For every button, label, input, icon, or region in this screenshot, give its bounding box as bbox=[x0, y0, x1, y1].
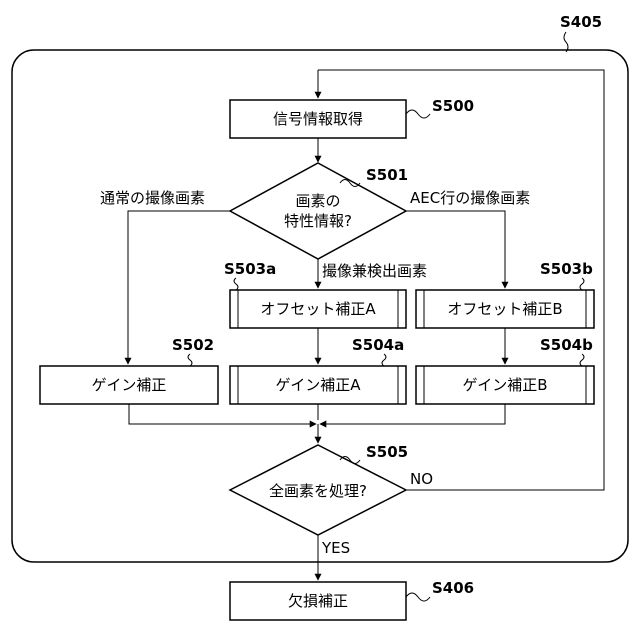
step-label-s505: S505 bbox=[366, 443, 408, 461]
branch-label-yes: YES bbox=[321, 539, 350, 557]
leader-s503a bbox=[234, 278, 238, 290]
step-label-s504a: S504a bbox=[352, 336, 404, 354]
node-s504b-text: ゲイン補正B bbox=[463, 376, 548, 394]
container-leader bbox=[564, 32, 568, 52]
leader-s504a bbox=[382, 354, 386, 366]
node-s501-text-line2: 特性情報? bbox=[284, 212, 352, 230]
leader-s406 bbox=[406, 593, 430, 601]
merge-right bbox=[320, 404, 505, 424]
step-label-s406: S406 bbox=[432, 579, 474, 597]
node-s504a-text: ゲイン補正A bbox=[276, 376, 362, 394]
step-label-s501: S501 bbox=[366, 166, 408, 184]
leader-s504b bbox=[580, 354, 584, 366]
node-s503a-text: オフセット補正A bbox=[260, 300, 376, 318]
node-s505-text: 全画素を処理? bbox=[269, 482, 367, 500]
node-s406-text: 欠損補正 bbox=[288, 592, 348, 610]
branch-label-left: 通常の撮像画素 bbox=[100, 189, 205, 207]
branch-label-middle: 撮像兼検出画素 bbox=[322, 262, 427, 280]
step-label-s503a: S503a bbox=[224, 260, 276, 278]
merge-left bbox=[129, 404, 316, 424]
step-label-s504b: S504b bbox=[540, 336, 593, 354]
step-label-s502: S502 bbox=[172, 336, 214, 354]
step-label-s503b: S503b bbox=[540, 260, 593, 278]
branch-label-right: AEC行の撮像画素 bbox=[410, 189, 530, 207]
branch-label-no: NO bbox=[410, 470, 433, 488]
node-s502-text: ゲイン補正 bbox=[92, 376, 167, 394]
leader-s502 bbox=[188, 354, 192, 366]
node-s500-text: 信号情報取得 bbox=[273, 110, 363, 128]
leader-s500 bbox=[406, 110, 430, 118]
step-label-s500: S500 bbox=[432, 97, 474, 115]
node-s501-text-line1: 画素の bbox=[295, 192, 340, 210]
container-step-label: S405 bbox=[560, 13, 602, 31]
leader-s503b bbox=[580, 278, 584, 290]
node-s503b-text: オフセット補正B bbox=[447, 300, 562, 318]
